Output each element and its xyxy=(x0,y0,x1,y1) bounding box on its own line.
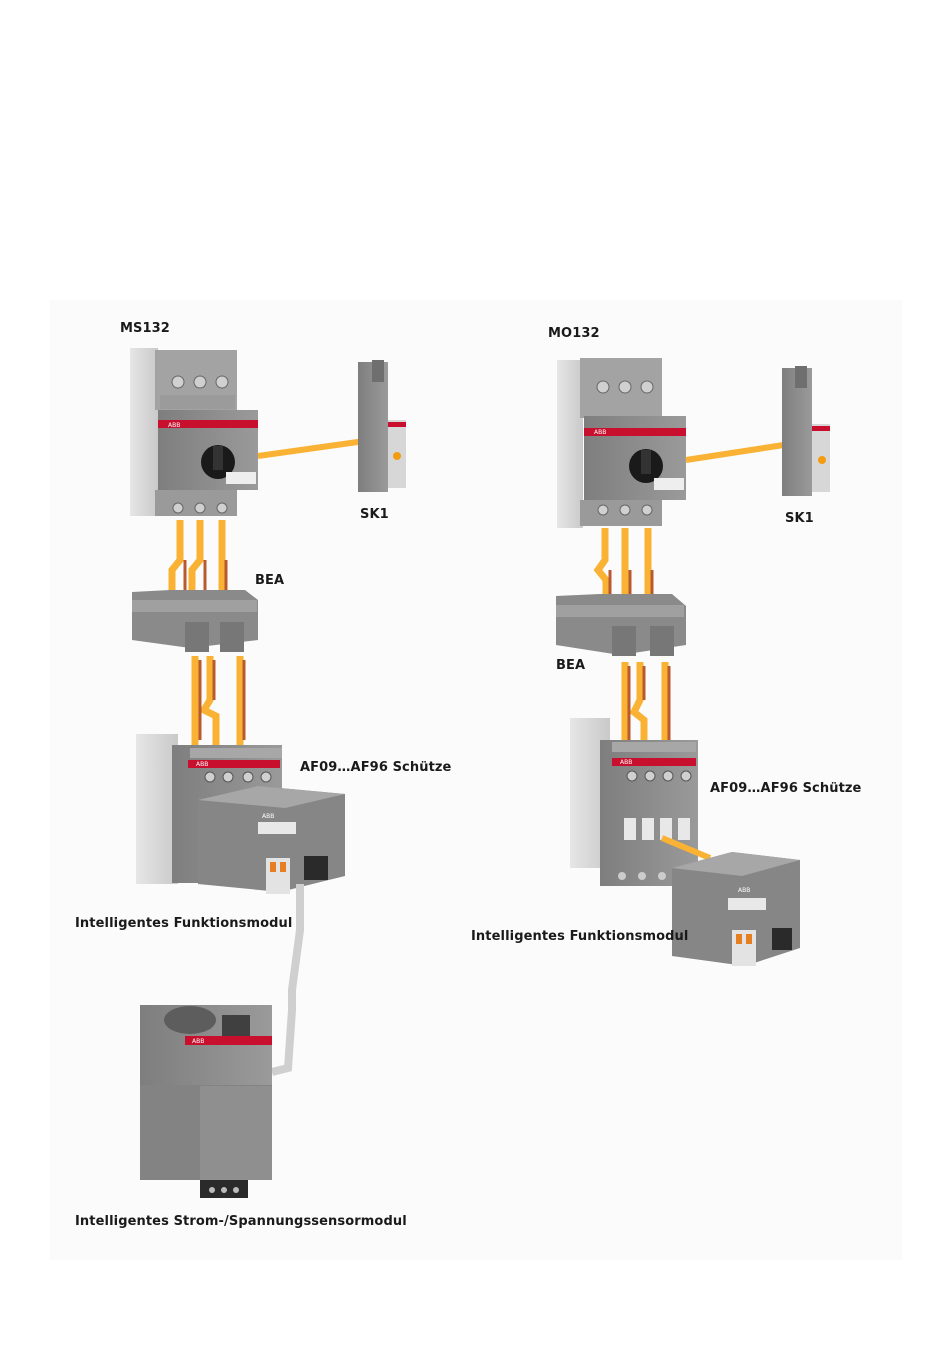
function-module-left: ABB xyxy=(198,786,345,894)
function-module-label-right: Intelligentes Funktionsmodul xyxy=(471,929,688,944)
svg-text:ABB: ABB xyxy=(196,761,208,768)
contactor-label-right: AF09…AF96 Schütze xyxy=(710,781,861,796)
svg-text:ABB: ABB xyxy=(192,1038,204,1045)
svg-text:ABB: ABB xyxy=(594,429,606,436)
function-module-right: ABB xyxy=(672,852,800,966)
function-module-label-left: Intelligentes Funktionsmodul xyxy=(75,916,292,931)
bea-label-left: BEA xyxy=(255,573,284,588)
sk1-label-left: SK1 xyxy=(360,507,389,522)
sk1-label-right: SK1 xyxy=(785,511,814,526)
ribbon-cable xyxy=(272,884,300,1072)
mo132-starter: ABB xyxy=(557,358,686,528)
svg-text:ABB: ABB xyxy=(262,813,274,820)
sk1-aux-contact-left xyxy=(258,360,406,492)
svg-text:ABB: ABB xyxy=(620,759,632,766)
svg-text:ABB: ABB xyxy=(738,887,750,894)
ms132-starter: ABB xyxy=(130,348,258,516)
ms132-label: MS132 xyxy=(120,321,170,336)
sensor-module: ABB xyxy=(140,1005,272,1198)
mo132-label: MO132 xyxy=(548,326,600,341)
sensor-module-label: Intelligentes Strom-/Spannungssensormodu… xyxy=(75,1214,407,1229)
contactor-label-left: AF09…AF96 Schütze xyxy=(300,760,451,775)
af-contactor-right: ABB xyxy=(570,718,698,886)
bea-adapter-right xyxy=(556,594,686,656)
bea-adapter-left xyxy=(132,590,258,652)
starter-brand-logo: ABB xyxy=(168,422,180,429)
bea-label-right: BEA xyxy=(556,658,585,673)
sk1-aux-contact-right xyxy=(686,366,830,496)
